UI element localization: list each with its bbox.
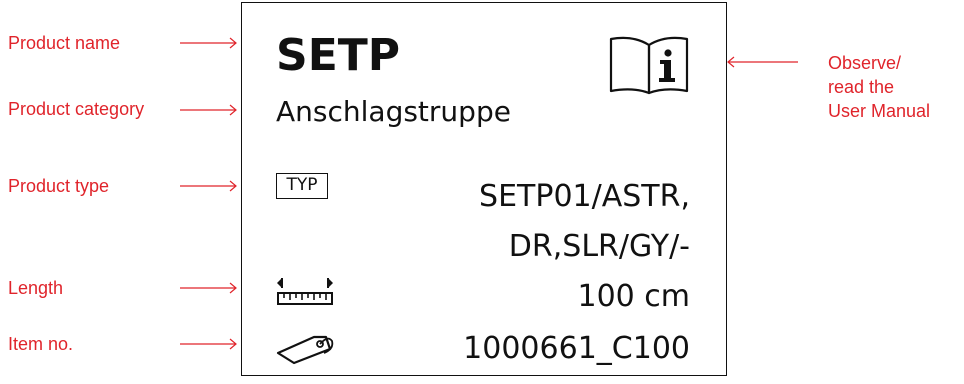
product-type-line1: SETP01/ASTR, bbox=[479, 179, 690, 214]
arrow-product-type bbox=[180, 180, 237, 192]
callout-product-name: Product name bbox=[8, 33, 121, 53]
callout-product-category: Product category bbox=[8, 99, 145, 119]
arrow-product-name bbox=[180, 37, 237, 49]
arrow-product-category bbox=[180, 104, 237, 116]
length-ruler-icon bbox=[277, 278, 333, 305]
item-number: 1000661_C100 bbox=[463, 331, 690, 366]
product-label: SETP Anschlagstruppe TYP SETP01/ASTR, DR… bbox=[241, 2, 727, 376]
book-info-icon bbox=[609, 36, 689, 95]
callout-length: Length bbox=[8, 278, 64, 298]
length-value: 100 cm bbox=[577, 279, 690, 314]
callout-product-type: Product type bbox=[8, 176, 110, 196]
product-name: SETP bbox=[276, 30, 401, 81]
product-type-line2: DR,SLR/GY/- bbox=[508, 229, 690, 264]
callout-item-no: Item no. bbox=[8, 334, 74, 354]
arrow-length bbox=[180, 282, 237, 294]
callout-manual-line2: read the bbox=[828, 77, 895, 97]
price-tag-icon bbox=[276, 335, 334, 365]
callout-manual-line1: Observe/ bbox=[828, 53, 902, 73]
callout-manual-line3: User Manual bbox=[828, 101, 931, 121]
arrow-manual bbox=[727, 56, 798, 68]
type-badge: TYP bbox=[276, 173, 328, 199]
product-category: Anschlagstruppe bbox=[276, 95, 511, 128]
arrow-item-no bbox=[180, 338, 237, 350]
